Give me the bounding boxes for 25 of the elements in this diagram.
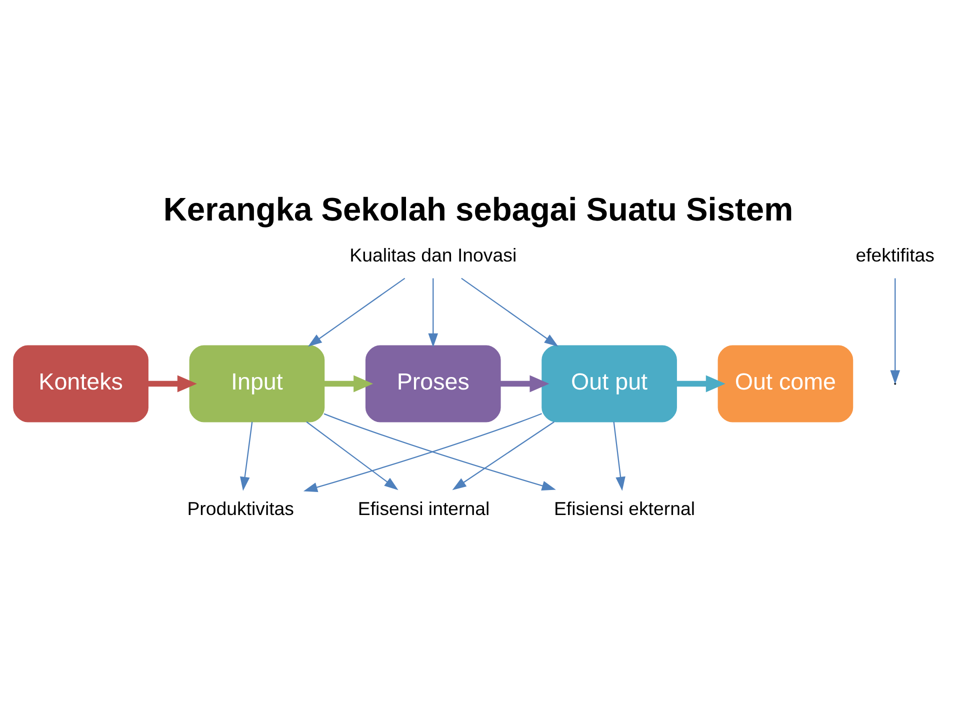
arrow xyxy=(324,413,556,490)
arrow xyxy=(308,278,406,347)
node-box: Proses xyxy=(365,345,501,422)
arrow xyxy=(240,422,253,491)
node-box: Out put xyxy=(542,345,677,422)
arrow xyxy=(461,278,558,347)
arrow xyxy=(500,375,550,392)
arrow xyxy=(676,375,726,392)
node-text: Efisensi internal xyxy=(358,498,490,519)
node-text: Kualitas dan Inovasi xyxy=(350,244,517,266)
arrow xyxy=(303,413,542,492)
node-text: Efisiensi ekternal xyxy=(554,498,695,519)
arrow xyxy=(324,375,374,392)
arrow xyxy=(613,422,626,491)
arrow xyxy=(306,421,398,490)
node-box: Konteks xyxy=(13,345,148,422)
arrow xyxy=(890,278,900,384)
node-box: Out come xyxy=(718,345,854,422)
node-text: Produktivitas xyxy=(187,498,294,519)
node-box: Input xyxy=(189,345,325,422)
arrow xyxy=(428,278,438,348)
arrow xyxy=(148,375,197,392)
node-text: efektifitas xyxy=(856,244,935,266)
arrow xyxy=(452,421,554,490)
diagram-title: Kerangka Sekolah sebagai Suatu Sistem xyxy=(163,190,794,228)
